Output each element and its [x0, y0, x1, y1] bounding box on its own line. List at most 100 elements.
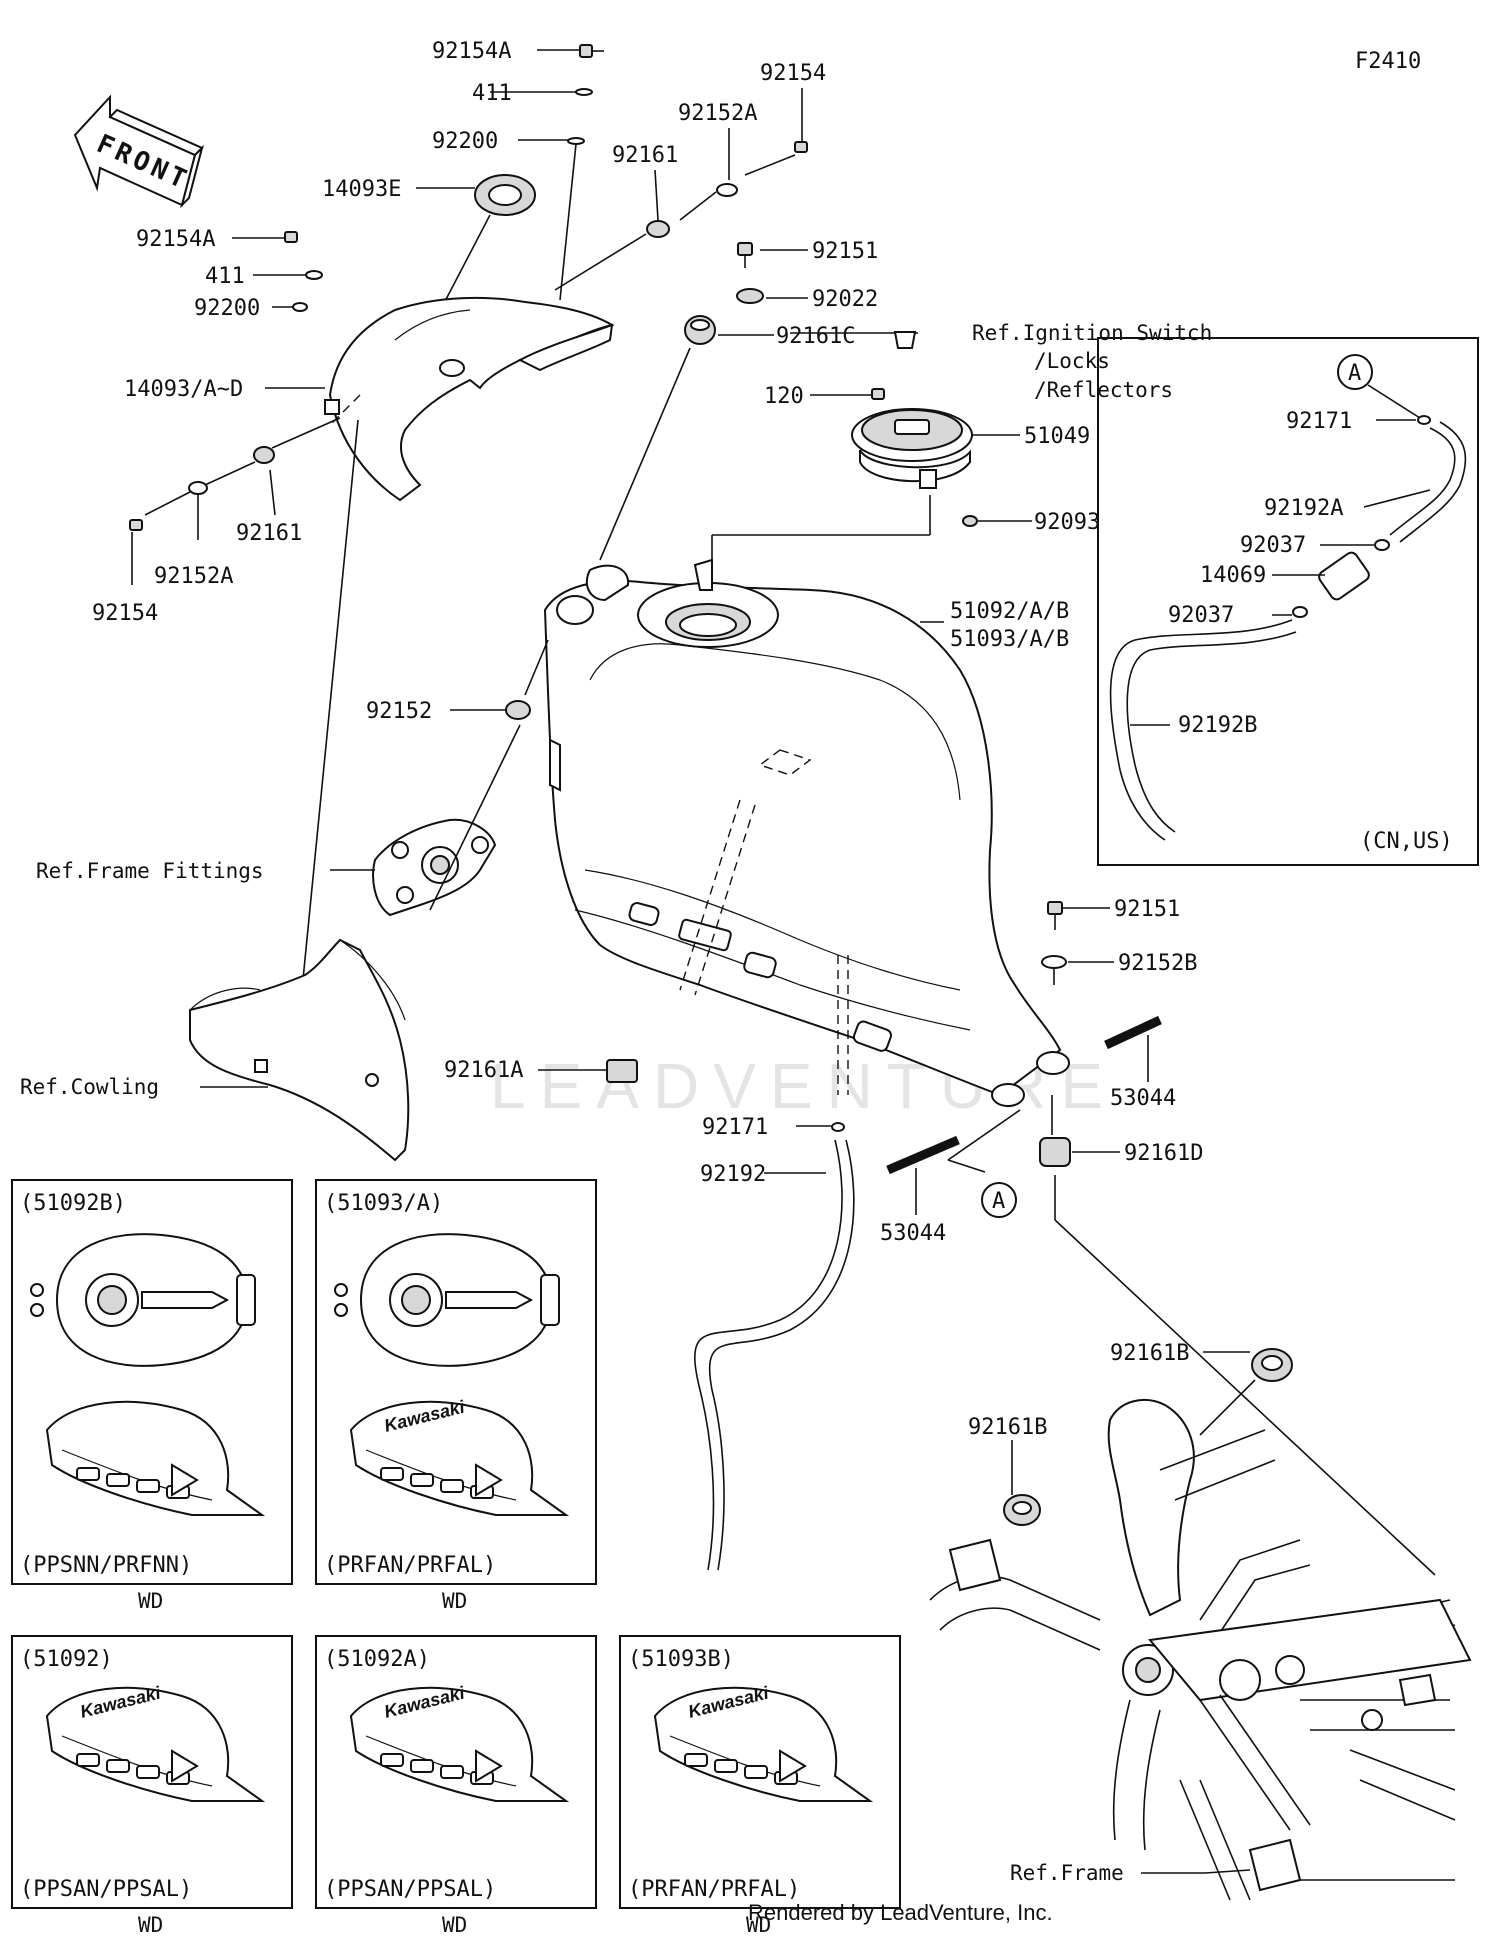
label-92200-left: 92200 [194, 296, 260, 321]
label-92022: 92022 [812, 287, 878, 312]
label-92154-right: 92154 [760, 61, 826, 86]
label-411-top: 411 [472, 81, 512, 106]
tank-chevron [475, 1463, 503, 1497]
tank-side-view [349, 1686, 570, 1802]
ref-locks: /Locks [1034, 349, 1110, 373]
filler-cap-center [401, 1285, 431, 1315]
tank-side-view [45, 1686, 266, 1802]
variant-colors: (PPSAN/PPSAL) [20, 1877, 192, 1902]
callout-a-mid-label: A [992, 1189, 1005, 1214]
variant-colors: (PPSNN/PRFNN) [20, 1553, 192, 1578]
label-92152a-left: 92152A [154, 564, 233, 589]
tank-stripe [445, 1291, 534, 1309]
variant-code: (51092A) [324, 1647, 430, 1672]
tank-chevron [171, 1463, 199, 1497]
inset-label-92037-top: 92037 [1240, 533, 1306, 558]
callout-a-mid: A [947, 1109, 1021, 1218]
tank-contour [365, 1735, 517, 1787]
variant-code: (51092B) [20, 1191, 126, 1216]
label-53044-bottom: 53044 [880, 1221, 946, 1246]
right-fasteners [1039, 901, 1436, 1576]
label-14093e: 14093E [322, 177, 401, 202]
mount-hole [334, 1303, 348, 1317]
label-92152a-right: 92152A [678, 101, 757, 126]
tank-vent [106, 1473, 130, 1487]
tank-vent [684, 1753, 708, 1767]
center-top-fasteners [599, 242, 808, 561]
tank-vent [76, 1467, 100, 1481]
ref-ignition-switch: Ref.Ignition Switch [972, 321, 1212, 345]
tank-vent [380, 1753, 404, 1767]
front-arrow-icon: FRONT [73, 94, 204, 209]
label-92093: 92093 [1034, 510, 1100, 535]
fuel-tank-51092 [543, 558, 1070, 1107]
inset-label-92192b: 92192B [1178, 713, 1257, 738]
tank-side-view [653, 1686, 874, 1802]
variant-code: (51092) [20, 1647, 113, 1672]
label-120: 120 [764, 384, 804, 409]
label-92171-mid: 92171 [702, 1115, 768, 1140]
variant-box: (51092A)Kawasaki(PPSAN/PPSAL)WD [315, 1635, 597, 1937]
label-92151-top: 92151 [812, 239, 878, 264]
tank-chevron [475, 1749, 503, 1783]
label-51093: 51093/A/B [950, 627, 1069, 652]
label-411-left: 411 [205, 264, 245, 289]
ref-frame-fittings: Ref.Frame Fittings [36, 859, 264, 883]
tank-mount [236, 1274, 256, 1326]
label-92161c: 92161C [776, 324, 855, 349]
inset-label-14069: 14069 [1200, 563, 1266, 588]
label-51092: 51092/A/B [950, 599, 1069, 624]
label-14093-a-d: 14093/A~D [124, 377, 243, 402]
hose-92192 [694, 955, 855, 1571]
tank-vent [714, 1759, 738, 1773]
ref-cowling: Ref.Cowling [20, 1075, 159, 1099]
variant-note: WD [138, 1913, 163, 1937]
label-51049: 51049 [1024, 424, 1090, 449]
tank-vent [410, 1473, 434, 1487]
variant-note: WD [442, 1589, 467, 1613]
tank-chevron [779, 1749, 807, 1783]
pins-53044 [886, 1015, 1162, 1215]
variant-box: (51093B)Kawasaki(PRFAN/PRFAL)WD [619, 1635, 901, 1937]
label-92154a-top: 92154A [432, 39, 511, 64]
label-92152b: 92152B [1118, 951, 1197, 976]
tank-vent [106, 1759, 130, 1773]
label-92154a-left: 92154A [136, 227, 215, 252]
tank-vent [440, 1765, 464, 1779]
label-92161b-left: 92161B [968, 1415, 1047, 1440]
label-92192: 92192 [700, 1162, 766, 1187]
variant-code: (51093B) [628, 1647, 734, 1672]
filler-cap-center [97, 1285, 127, 1315]
ref-reflectors: /Reflectors [1034, 378, 1173, 402]
tank-vent [136, 1479, 160, 1493]
tank-side-view [349, 1400, 570, 1516]
variant-boxes: (51092B)(PPSNN/PRFNN)WD(51093/A)Kawasaki… [11, 1179, 901, 1937]
variant-box: (51092)Kawasaki(PPSAN/PPSAL)WD [11, 1635, 293, 1937]
tank-vent [410, 1759, 434, 1773]
credit-text: Rendered by LeadVenture, Inc. [748, 1900, 1053, 1925]
label-53044-right: 53044 [1110, 1086, 1176, 1111]
label-92200-top: 92200 [432, 129, 498, 154]
variant-note: WD [746, 1913, 771, 1937]
variant-note: WD [442, 1913, 467, 1937]
variant-note: WD [138, 1589, 163, 1613]
tank-contour [365, 1449, 517, 1501]
tank-vent [136, 1765, 160, 1779]
frame [929, 1348, 1472, 1901]
tank-contour [61, 1449, 213, 1501]
variant-box: (51093/A)Kawasaki(PRFAN/PRFAL)WD [315, 1179, 597, 1613]
variant-code: (51093/A) [324, 1191, 443, 1216]
tank-side-view [45, 1400, 266, 1516]
tank-vent [744, 1765, 768, 1779]
inset-label-92192a: 92192A [1264, 496, 1343, 521]
side-cover-14093 [265, 296, 615, 502]
inset-label-92037-bottom: 92037 [1168, 603, 1234, 628]
left-fasteners [129, 417, 341, 585]
label-92161b-right: 92161B [1110, 1341, 1189, 1366]
damper-92161A [538, 1059, 638, 1083]
variant-colors: (PPSAN/PPSAL) [324, 1877, 496, 1902]
tank-vent [440, 1479, 464, 1493]
tank-contour [61, 1735, 213, 1787]
inset-region: (CN,US) [1360, 829, 1453, 854]
fuel-cap-51049 [711, 331, 1032, 570]
